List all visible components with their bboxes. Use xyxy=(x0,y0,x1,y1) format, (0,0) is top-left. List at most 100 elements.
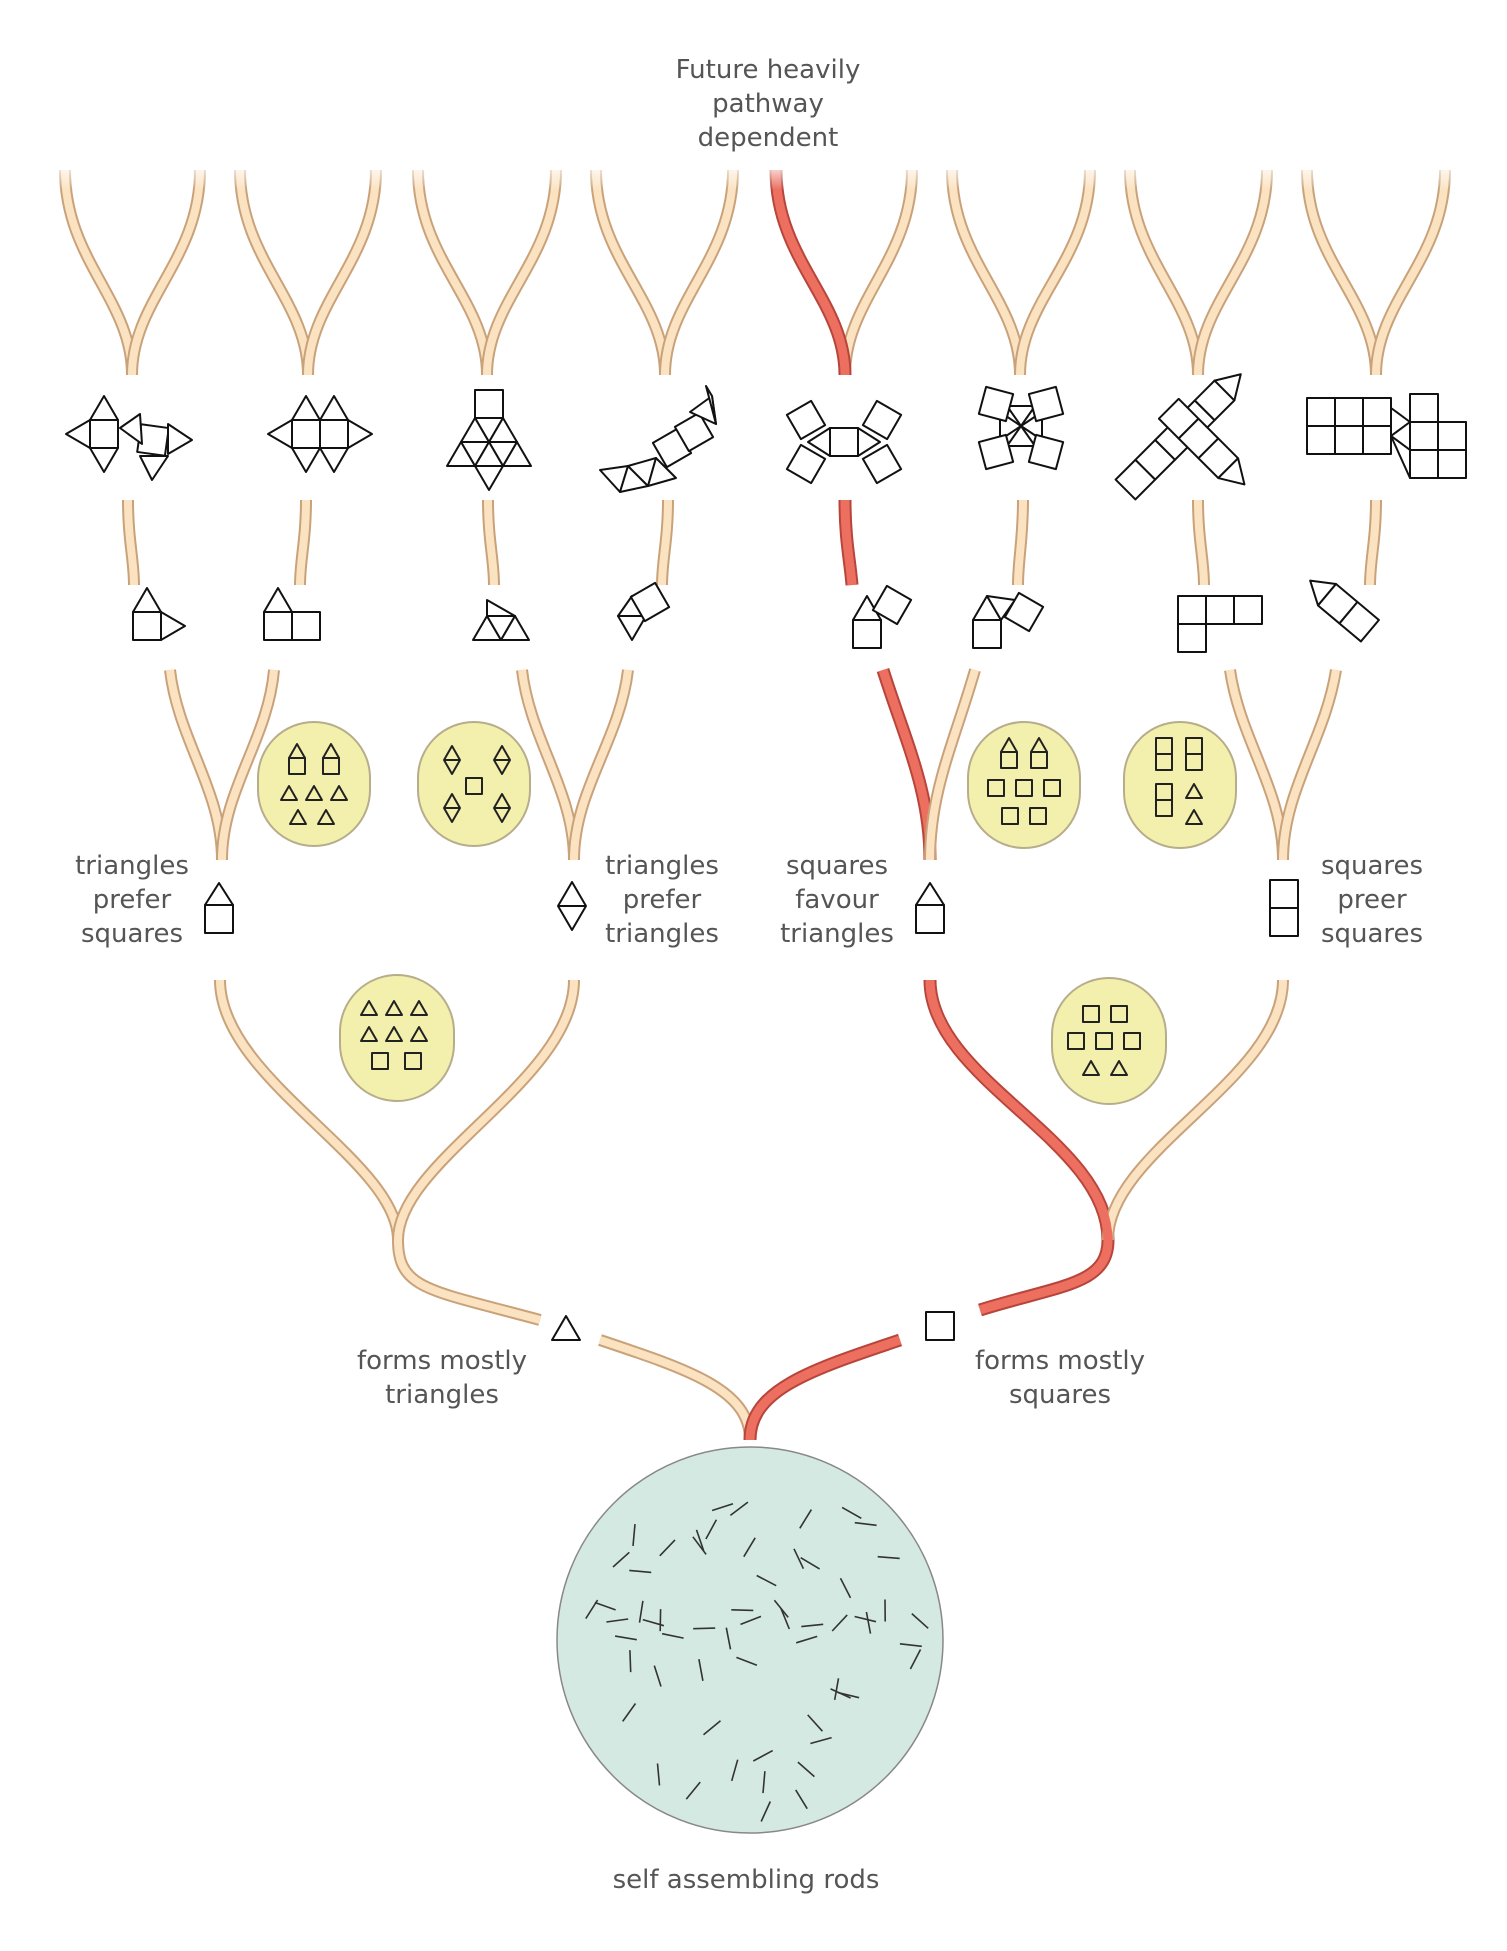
rod xyxy=(638,1600,644,1623)
node-triangle xyxy=(551,1315,581,1341)
top-fork-8 xyxy=(1301,169,1451,376)
pair-6 xyxy=(972,591,1045,649)
rod xyxy=(752,1749,774,1762)
rod xyxy=(702,1720,722,1736)
label-squares-preer-squares: squares preer squares xyxy=(1321,851,1423,949)
rod xyxy=(653,1665,662,1687)
rods xyxy=(585,1501,929,1822)
rod xyxy=(762,1771,766,1794)
pool-4 xyxy=(1123,721,1237,849)
pool-1 xyxy=(257,721,371,847)
top-fork-3 xyxy=(412,169,562,376)
rod xyxy=(839,1577,852,1599)
rod xyxy=(729,1501,749,1517)
root-circle xyxy=(556,1446,944,1834)
label-squares-favour-triangles: squares favour triangles xyxy=(780,851,894,949)
label-tpt-3: triangles xyxy=(605,919,719,949)
node-triangle-prefer-squares xyxy=(204,882,234,934)
top-fork-5 xyxy=(769,169,918,376)
rod xyxy=(642,1618,665,1627)
label-forms-mostly-triangles: forms mostly triangles xyxy=(357,1346,527,1410)
label-fms-2: squares xyxy=(1009,1380,1111,1410)
rod xyxy=(807,1714,823,1732)
rod xyxy=(659,1539,676,1557)
rod xyxy=(797,1761,815,1778)
label-root: self assembling rods xyxy=(613,1865,880,1895)
rod xyxy=(756,1574,777,1587)
node-squares-favour-triangles xyxy=(915,882,945,934)
label-top-line-1: Future heavily xyxy=(676,55,861,85)
top-fork-7 xyxy=(1124,169,1273,376)
cluster-7 xyxy=(1114,373,1246,501)
rod xyxy=(830,1688,851,1699)
rod xyxy=(899,1643,922,1648)
label-top: Future heavily pathway dependent xyxy=(676,55,861,153)
rod xyxy=(799,1509,813,1529)
rod xyxy=(661,1632,684,1639)
rod xyxy=(693,1627,716,1630)
cluster-6 xyxy=(977,385,1065,471)
rod xyxy=(810,1736,832,1745)
rod xyxy=(629,1650,632,1673)
rod xyxy=(736,1656,758,1666)
rod xyxy=(854,1521,877,1527)
label-top-line-2: pathway xyxy=(712,89,824,119)
pair-4 xyxy=(617,581,671,641)
rod xyxy=(629,1569,652,1574)
rod xyxy=(606,1618,629,1623)
rod xyxy=(698,1659,704,1681)
branch-tubes xyxy=(40,160,1470,1441)
top-fork-1 xyxy=(59,169,206,376)
rod xyxy=(841,1506,862,1519)
label-sft-3: triangles xyxy=(780,919,894,949)
rod xyxy=(760,1801,772,1822)
label-fmt-2: triangles xyxy=(385,1380,499,1410)
cluster-4 xyxy=(599,385,717,493)
branch-root-left xyxy=(598,1334,756,1441)
label-triangles-prefer-squares: triangles prefer squares xyxy=(75,851,189,949)
rod xyxy=(780,1608,791,1630)
cluster-1 xyxy=(65,395,193,481)
rod xyxy=(833,1678,840,1701)
rod xyxy=(801,1623,824,1628)
label-tpt-2: prefer xyxy=(623,885,702,915)
node-squares-preer-squares xyxy=(1269,879,1299,937)
rod xyxy=(793,1548,805,1570)
node-square xyxy=(925,1311,955,1341)
node-triangle-prefer-triangles xyxy=(557,881,587,931)
cluster-8 xyxy=(1306,393,1467,479)
rod xyxy=(632,1524,636,1547)
cluster-3 xyxy=(446,389,532,491)
rod xyxy=(831,1614,848,1632)
rod xyxy=(730,1759,739,1782)
rod xyxy=(795,1789,808,1810)
rod xyxy=(695,1529,705,1551)
top-fork-4 xyxy=(590,169,739,376)
rod xyxy=(877,1555,900,1560)
rod xyxy=(622,1703,637,1722)
label-tps-1: triangles xyxy=(75,851,189,881)
rod xyxy=(800,1557,821,1570)
pool-5 xyxy=(339,974,455,1102)
pair-7 xyxy=(1177,595,1263,653)
cluster-5 xyxy=(785,399,903,485)
rod xyxy=(656,1763,661,1786)
label-triangles-prefer-triangles: triangles prefer triangles xyxy=(605,851,719,949)
rod xyxy=(911,1613,929,1629)
label-sps-1: squares xyxy=(1321,851,1423,881)
rod xyxy=(795,1635,818,1644)
rod xyxy=(854,1615,877,1623)
label-sps-3: squares xyxy=(1321,919,1423,949)
label-sps-2: preer xyxy=(1337,885,1407,915)
rod xyxy=(740,1615,762,1626)
label-forms-mostly-squares: forms mostly squares xyxy=(975,1346,1145,1410)
pair-1 xyxy=(132,587,186,641)
rod xyxy=(614,1635,637,1641)
label-tps-3: squares xyxy=(81,919,183,949)
pool-6 xyxy=(1051,977,1167,1105)
top-fork-2 xyxy=(234,169,382,376)
pool-2 xyxy=(417,721,531,847)
rod xyxy=(685,1781,701,1800)
rod xyxy=(612,1551,630,1568)
